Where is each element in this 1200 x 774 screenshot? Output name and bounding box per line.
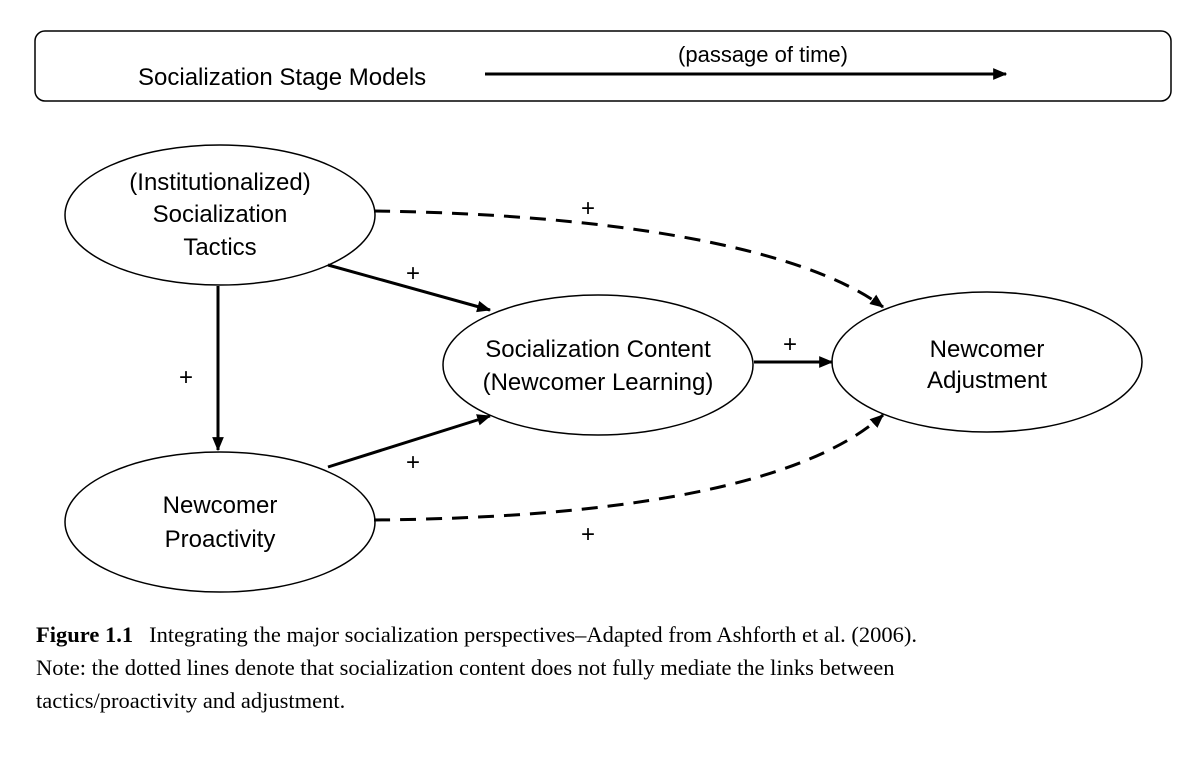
figure-caption: Figure 1.1 Integrating the major socializ… (36, 618, 1171, 717)
edge-tactics-to-content-sign: + (406, 260, 420, 287)
node-content-shape (442, 294, 754, 436)
node-proactivity-label-line2: Proactivity (165, 526, 276, 553)
caption-line-1: Figure 1.1 Integrating the major socializ… (36, 618, 1171, 651)
caption-line-2: Note: the dotted lines denote that socia… (36, 655, 895, 680)
node-proactivity: Newcomer Proactivity (64, 451, 376, 593)
edge-content-to-adjustment-sign: + (783, 331, 797, 358)
edge-proactivity-to-content-sign: + (406, 449, 420, 476)
node-proactivity-label-line1: Newcomer (163, 492, 278, 519)
figure-label: Figure 1.1 (36, 622, 134, 647)
edge-tactics-to-adjustment (373, 209, 884, 309)
stage-models-title: Socialization Stage Models (138, 64, 426, 91)
node-content-label-line2: (Newcomer Learning) (483, 369, 714, 396)
caption-line-3: tactics/proactivity and adjustment. (36, 688, 346, 713)
edge-proactivity-to-adjustment (373, 413, 885, 522)
edge-tactics-to-content (327, 263, 492, 313)
edge-tactics-to-adjustment-sign: + (581, 195, 595, 222)
edge-proactivity-to-adjustment-sign: + (581, 521, 595, 548)
stage-models-box (34, 30, 1172, 102)
node-adjustment-label-line1: Newcomer (930, 336, 1045, 363)
node-content-label-line1: Socialization Content (485, 336, 711, 363)
node-proactivity-shape (64, 451, 376, 593)
time-label: (passage of time) (678, 42, 848, 67)
edge-tactics-to-proactivity-sign: + (179, 364, 193, 391)
node-tactics-shape (64, 144, 376, 286)
node-tactics-label-line2: Socialization (153, 201, 288, 228)
node-tactics: (Institutionalized) Socialization Tactic… (64, 144, 376, 286)
edge-proactivity-to-content (327, 414, 492, 469)
node-content: Socialization Content (Newcomer Learning… (442, 294, 754, 436)
node-tactics-label-line1: (Institutionalized) (129, 169, 310, 196)
node-adjustment-label-line2: Adjustment (927, 367, 1047, 394)
caption-text-1: Integrating the major socialization pers… (149, 622, 917, 647)
node-tactics-label-line3: Tactics (183, 234, 256, 261)
node-adjustment: Newcomer Adjustment (831, 291, 1143, 433)
